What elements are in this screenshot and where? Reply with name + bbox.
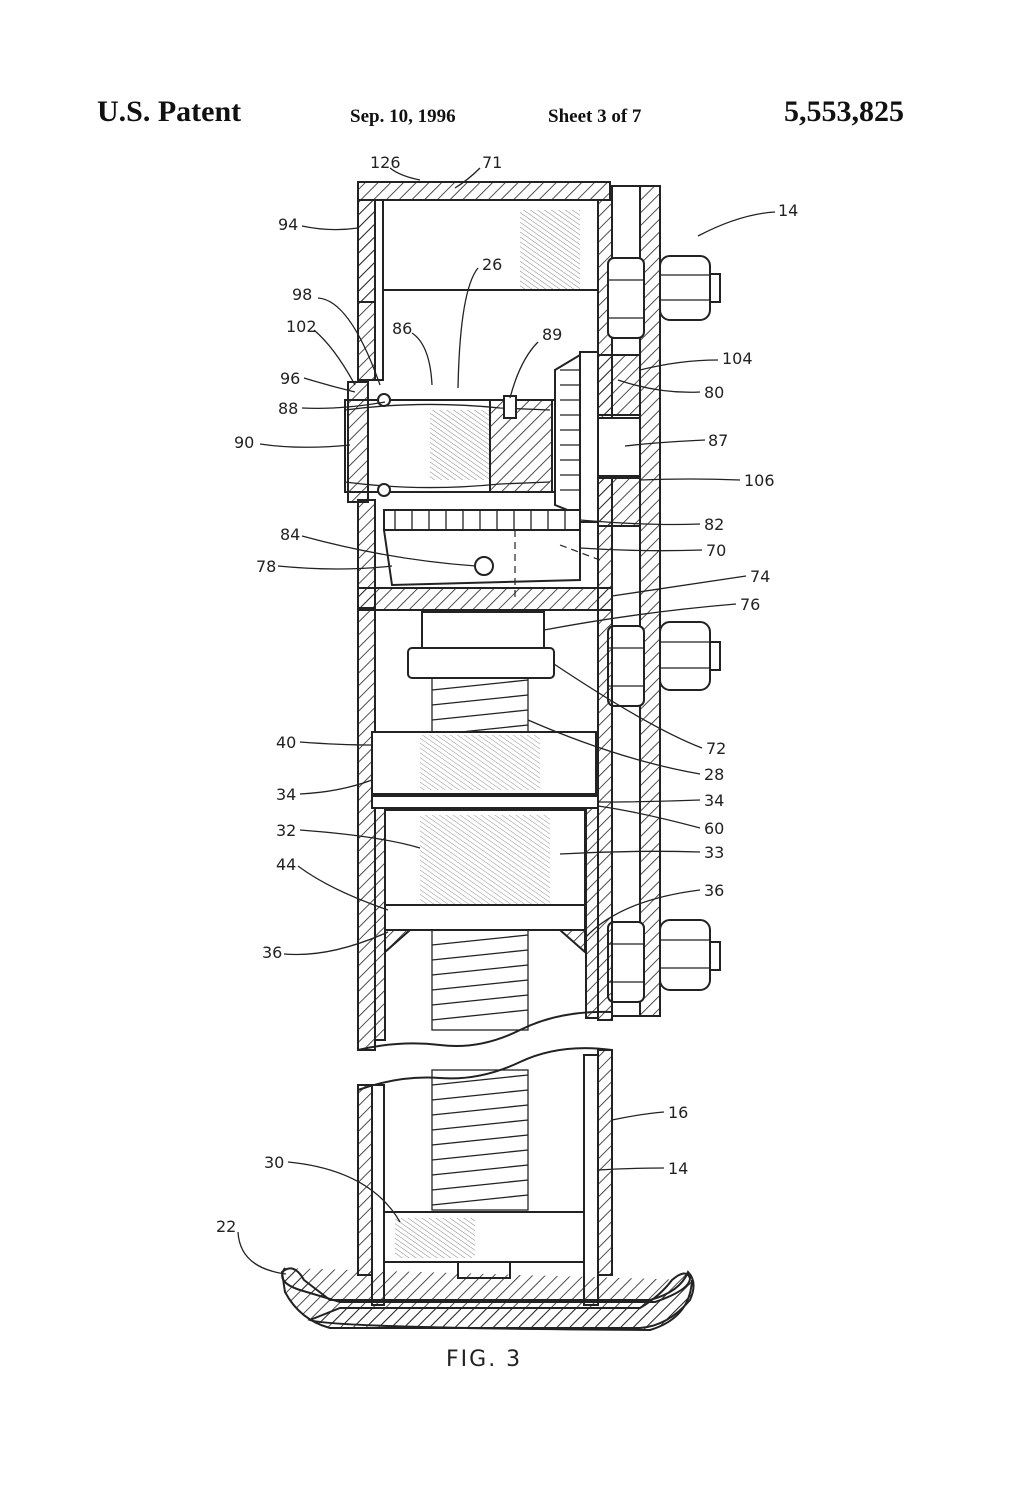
label-14: 14 [778,201,798,220]
label-33: 33 [704,843,724,862]
label-82: 82 [704,515,724,534]
label-87: 87 [708,431,728,450]
gear-mechanism [345,352,640,600]
label-34-right: 34 [704,791,724,810]
label-36-left: 36 [262,943,282,962]
label-30: 30 [264,1153,284,1172]
label-89: 89 [542,325,562,344]
label-70: 70 [706,541,726,560]
label-76: 76 [740,595,760,614]
label-78: 78 [256,557,276,576]
label-126: 126 [370,153,401,172]
label-40: 40 [276,733,296,752]
label-98: 98 [292,285,312,304]
figure-caption: FIG. 3 [446,1347,522,1372]
label-22: 22 [216,1217,236,1236]
bolt-upper [608,256,720,338]
label-102: 102 [286,317,317,336]
label-26: 26 [482,255,502,274]
label-32: 32 [276,821,296,840]
label-84: 84 [280,525,300,544]
label-60: 60 [704,819,724,838]
label-14-lower: 14 [668,1159,688,1178]
label-106: 106 [744,471,775,490]
label-72: 72 [706,739,726,758]
label-44: 44 [276,855,296,874]
lower-section [358,1048,612,1305]
label-96: 96 [280,369,300,388]
bolt-middle [608,622,720,706]
label-28: 28 [704,765,724,784]
leader-lines [238,168,775,1274]
bolt-lower [608,920,720,1002]
label-74: 74 [750,567,770,586]
label-104: 104 [722,349,753,368]
label-88: 88 [278,399,298,418]
plate-74 [358,588,612,610]
label-94: 94 [278,215,298,234]
label-90: 90 [234,433,254,452]
label-71: 71 [482,153,502,172]
reference-labels: 126 71 14 94 26 98 86 89 102 104 96 80 8… [216,153,798,1236]
label-80: 80 [704,383,724,402]
label-36-right: 36 [704,881,724,900]
label-34-left: 34 [276,785,296,804]
middle-section [358,610,612,1050]
label-16: 16 [668,1103,688,1122]
label-86: 86 [392,319,412,338]
